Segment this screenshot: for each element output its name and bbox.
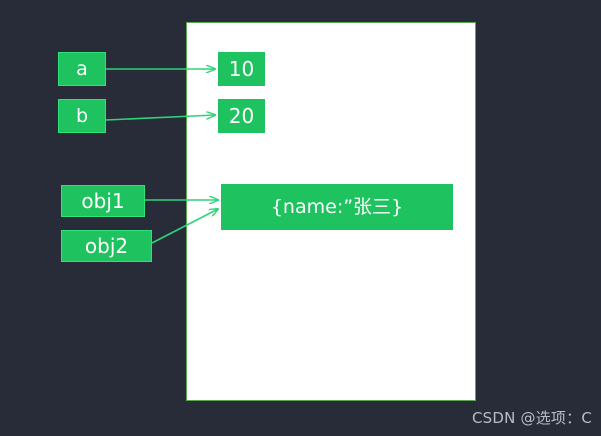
stack-variable-a[interactable]: a: [58, 52, 106, 86]
stack-variable-b[interactable]: b: [58, 99, 106, 133]
heap-value-number-10-label: 10: [228, 57, 255, 81]
stack-variable-a-label: a: [76, 57, 88, 80]
stack-variable-obj1-label: obj1: [81, 189, 125, 213]
stack-variable-obj1[interactable]: obj1: [61, 185, 145, 217]
stack-variable-b-label: b: [75, 104, 89, 127]
heap-value-number-20[interactable]: 20: [218, 99, 265, 133]
csdn-watermark: CSDN @选项：C: [471, 409, 592, 427]
heap-value-number-10[interactable]: 10: [218, 52, 265, 86]
heap-value-object-literal[interactable]: {name:”张三}: [221, 184, 453, 230]
stack-variable-obj2[interactable]: obj2: [61, 230, 152, 262]
heap-value-number-20-label: 20: [228, 104, 255, 128]
heap-value-object-literal-label: {name:”张三}: [270, 195, 404, 218]
stack-variable-obj2-label: obj2: [84, 234, 129, 258]
